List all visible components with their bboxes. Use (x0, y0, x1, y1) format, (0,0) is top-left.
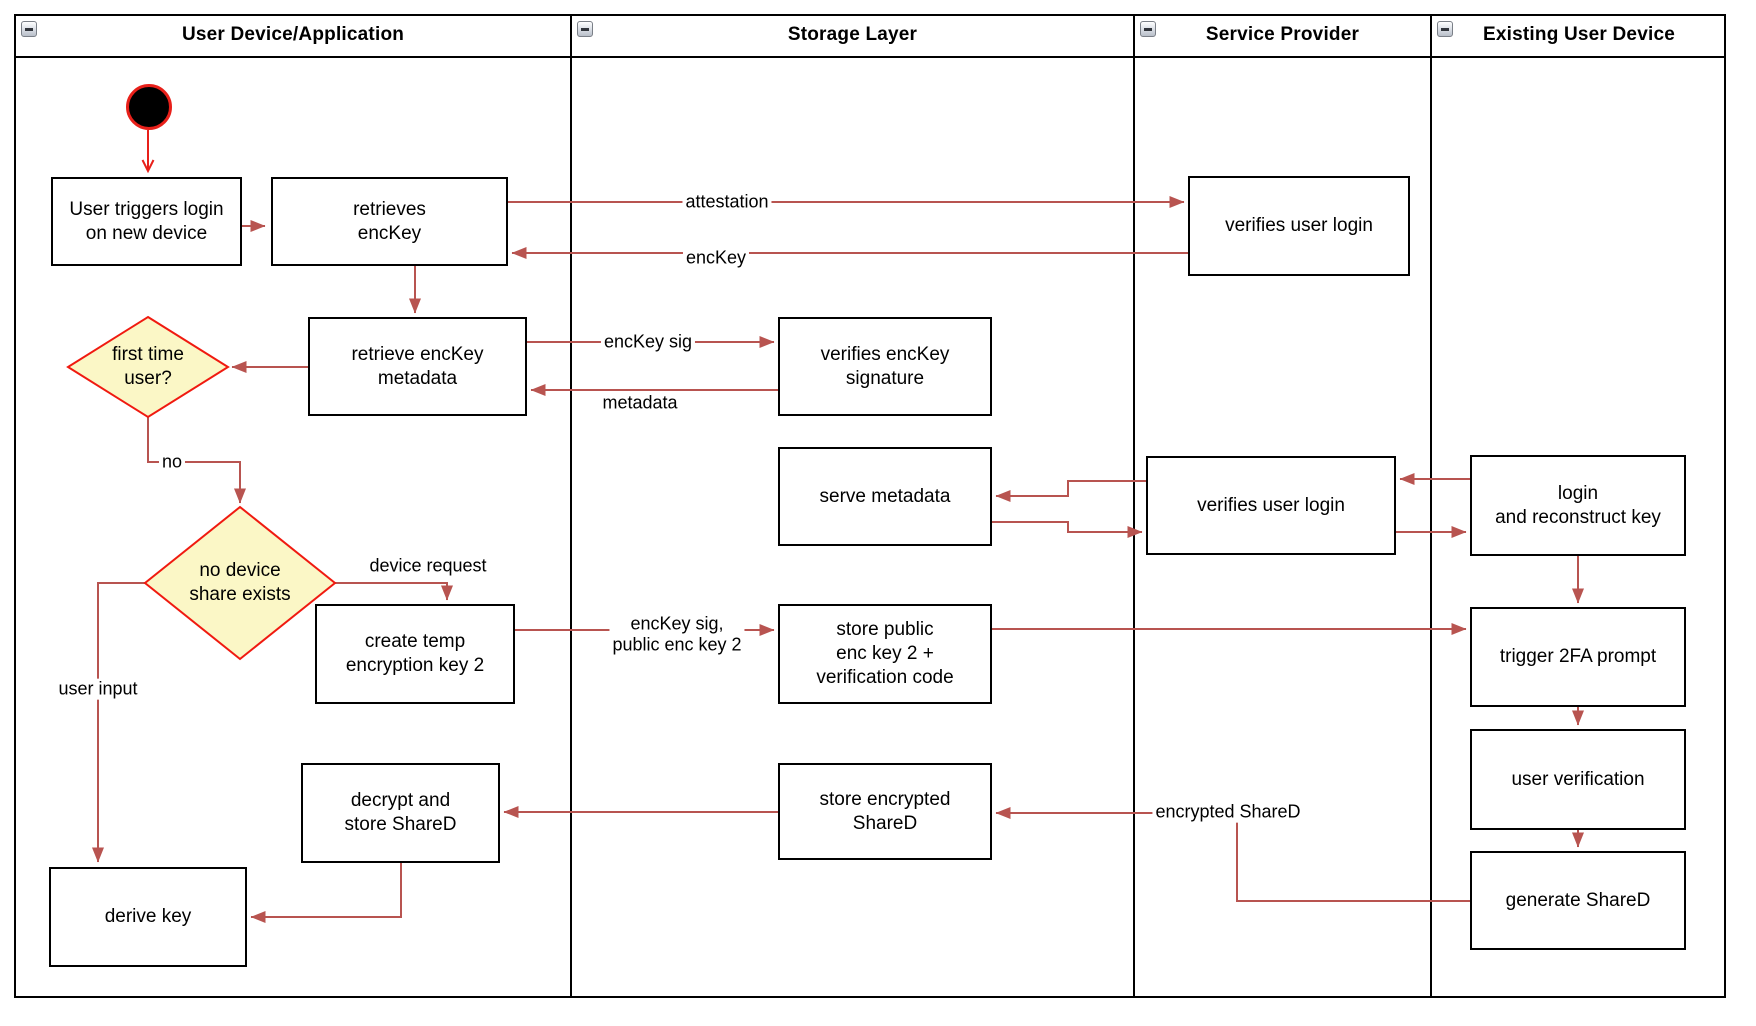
activity-generate-shared[interactable]: generate ShareD (1470, 851, 1686, 950)
decision-first-time-label: first time user? (112, 344, 184, 389)
decision-no-device-share[interactable] (143, 505, 337, 661)
lane-title-user-device: User Device/Application (181, 24, 405, 45)
activity-user-verification[interactable]: user verification (1470, 729, 1686, 830)
activity-trigger-2fa-prompt[interactable]: trigger 2FA prompt (1470, 607, 1686, 707)
collapse-icon[interactable] (1140, 21, 1156, 37)
activity-store-public-key2[interactable]: store public enc key 2 + verification co… (778, 604, 992, 704)
edge-verifies-to-serve (995, 480, 1146, 502)
edge-label-enckey-sig: encKey sig (600, 331, 696, 353)
activity-retrieves-enckey[interactable]: retrieves encKey (271, 177, 508, 266)
activity-store-encrypted-shared[interactable]: store encrypted ShareD (778, 763, 992, 860)
lane-header-divider (14, 56, 1726, 58)
lane-divider-3 (1430, 14, 1432, 998)
edge-label-device-request: device request (366, 555, 490, 577)
decision-no-device-share-label: no device share exists (189, 560, 291, 605)
lane-title-storage-layer: Storage Layer (787, 24, 918, 45)
lane-divider-1 (570, 14, 572, 998)
edge-label-attestation: attestation (682, 191, 772, 213)
edge-label-metadata: metadata (599, 392, 681, 414)
edge-no-branch (147, 417, 246, 504)
activity-decrypt-store-shared[interactable]: decrypt and store ShareD (301, 763, 500, 863)
collapse-icon[interactable] (577, 21, 593, 37)
edge-serve-to-verifies (992, 521, 1143, 538)
lane-divider-2 (1133, 14, 1135, 998)
activity-login-reconstruct-key[interactable]: login and reconstruct key (1470, 455, 1686, 556)
edge-encrypted-shared (995, 807, 1470, 902)
edge-decrypt-to-derive (250, 863, 402, 923)
collapse-icon[interactable] (1437, 21, 1453, 37)
edge-device-request (335, 582, 453, 601)
edge-label-enckey: encKey (682, 247, 750, 269)
edge-label-enckey-sig-public: encKey sig, public enc key 2 (609, 613, 745, 655)
edge-label-encrypted-shared: encrypted ShareD (1152, 801, 1304, 823)
activity-user-triggers-login[interactable]: User triggers login on new device (51, 177, 242, 266)
activity-verifies-user-login-2[interactable]: verifies user login (1146, 456, 1396, 555)
activity-derive-key[interactable]: derive key (49, 867, 247, 967)
collapse-icon[interactable] (21, 21, 37, 37)
activity-verifies-enckey-signature[interactable]: verifies encKey signature (778, 317, 992, 416)
start-node[interactable] (126, 84, 172, 130)
lane-title-service-provider: Service Provider (1205, 24, 1360, 45)
lane-title-existing-user-device: Existing User Device (1483, 24, 1675, 45)
edge-user-input (92, 582, 145, 863)
decision-first-time-user[interactable] (66, 315, 230, 419)
activity-verifies-user-login-1[interactable]: verifies user login (1188, 176, 1410, 276)
activity-retrieve-enckey-metadata[interactable]: retrieve encKey metadata (308, 317, 527, 416)
activity-create-temp-key2[interactable]: create temp encryption key 2 (315, 604, 515, 704)
edge-label-user-input: user input (55, 678, 141, 700)
edge-label-no: no (158, 451, 186, 473)
activity-serve-metadata[interactable]: serve metadata (778, 447, 992, 546)
